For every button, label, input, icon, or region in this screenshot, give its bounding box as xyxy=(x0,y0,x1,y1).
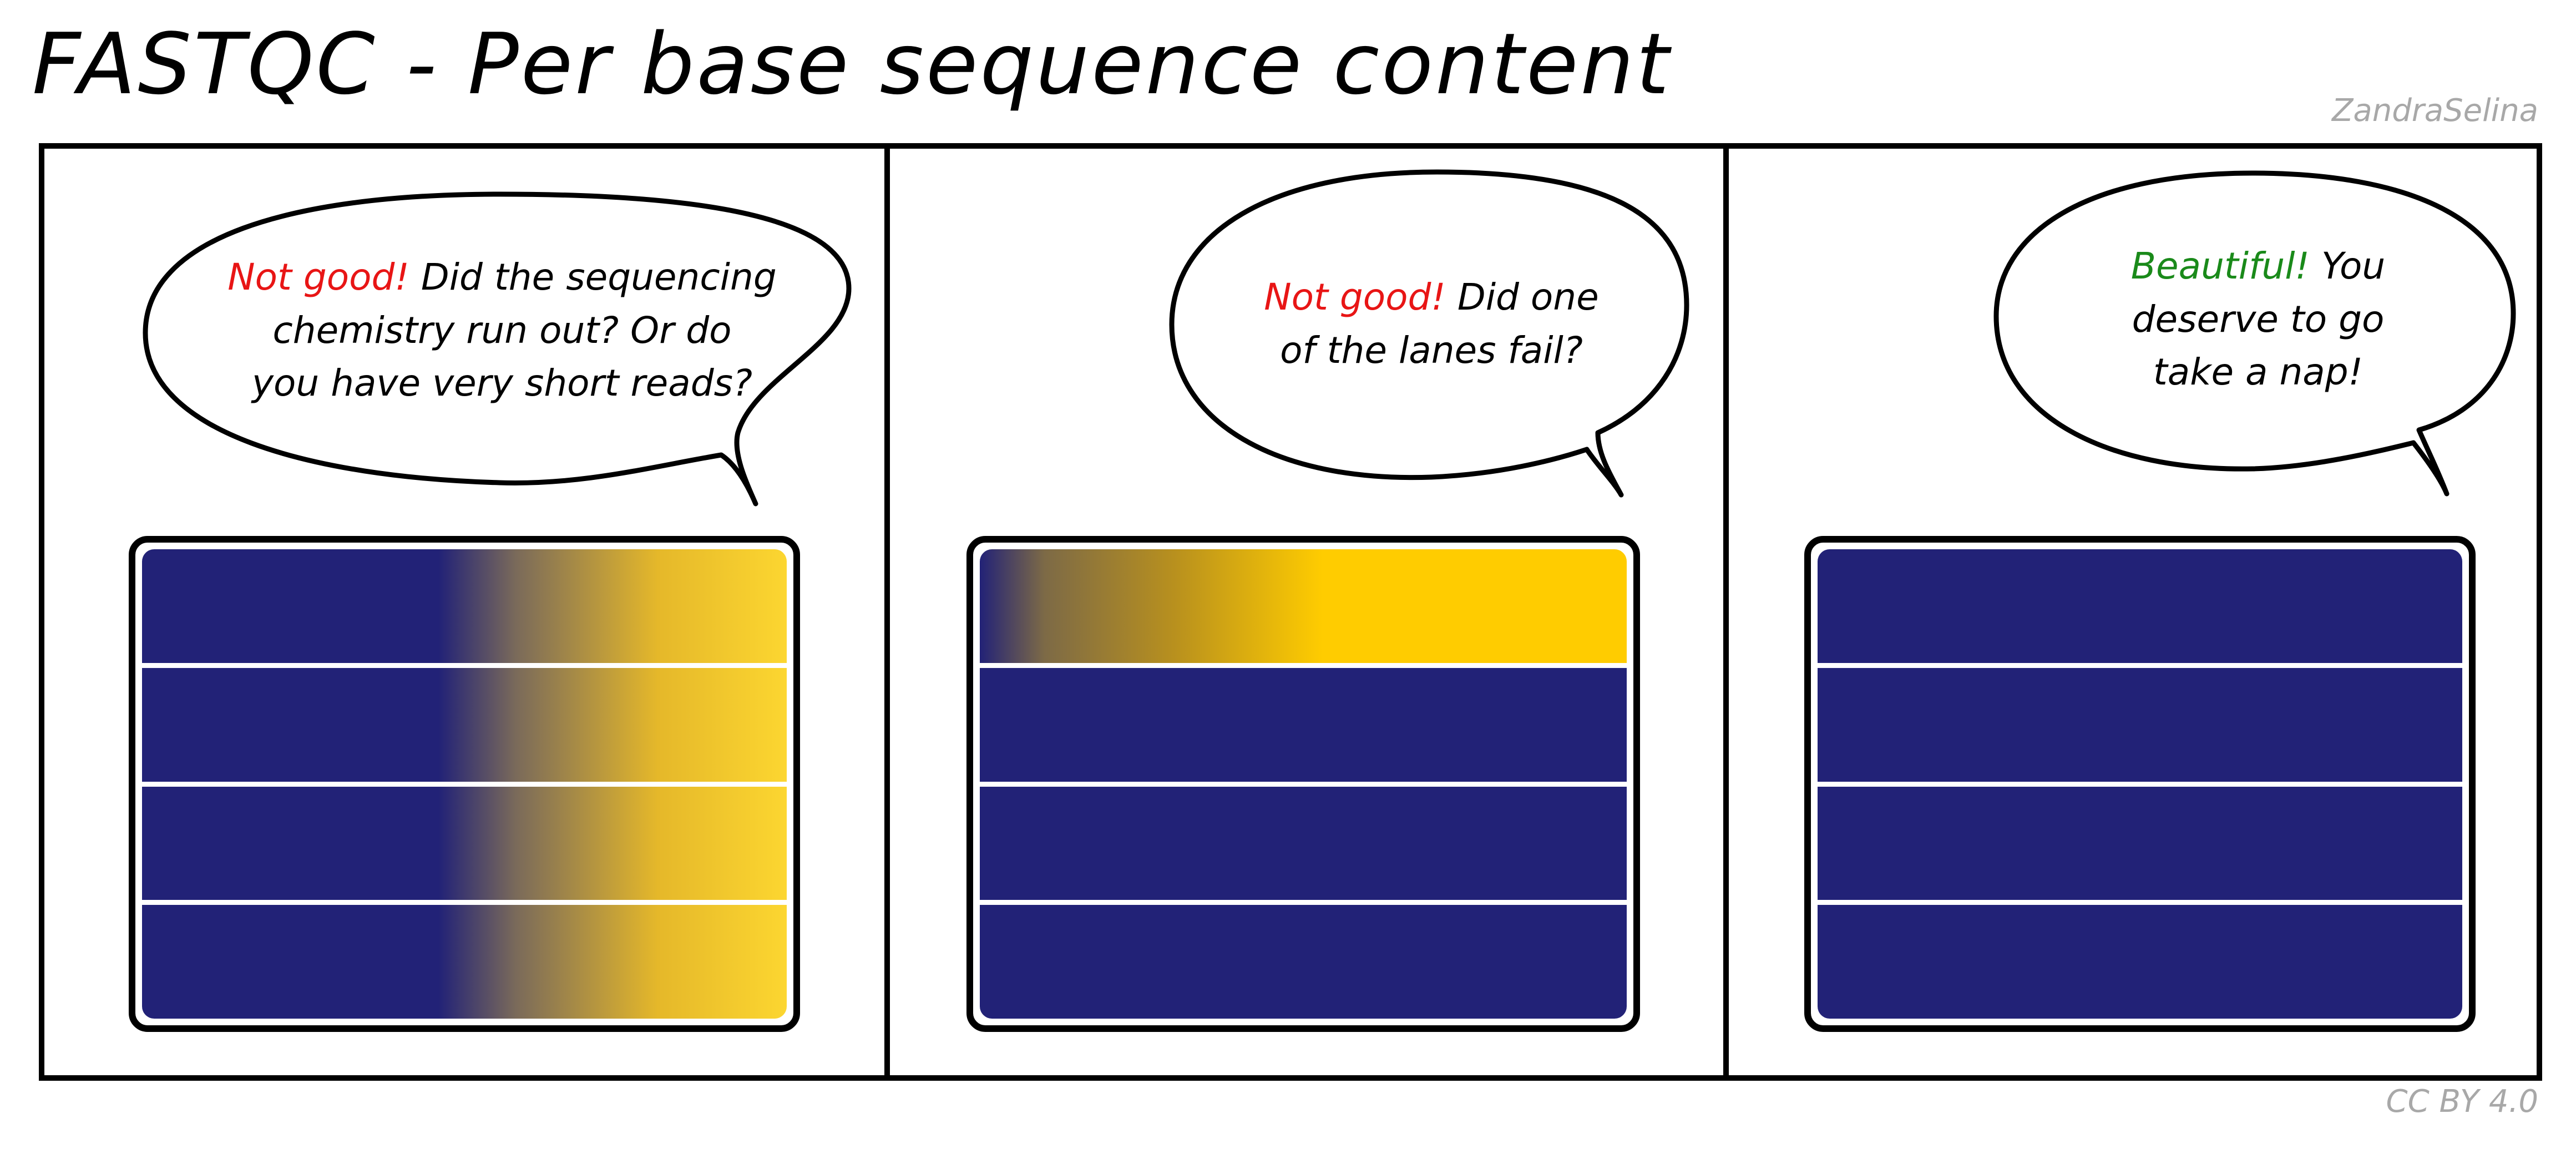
flowcell-lane xyxy=(1818,900,2462,1019)
flowcell-1 xyxy=(129,536,800,1032)
speech-line: take a nap! xyxy=(2153,351,2364,394)
speech-text-1: Not good! Did the sequencing chemistry r… xyxy=(189,251,816,410)
flowcell-lanes xyxy=(980,549,1627,1019)
speech-text-3: Beautiful! You deserve to go take a nap! xyxy=(2042,240,2474,399)
speech-line: You xyxy=(2321,245,2386,287)
flowcell-lane xyxy=(1818,781,2462,900)
verdict-text: Beautiful! xyxy=(2130,245,2310,287)
flowcell-lane xyxy=(980,781,1627,900)
verdict-text: Not good! xyxy=(1264,276,1446,318)
flowcell-lane xyxy=(980,900,1627,1019)
comic-strip xyxy=(39,143,2542,1081)
flowcell-lane xyxy=(142,662,787,782)
flowcell-2 xyxy=(966,536,1640,1032)
flowcell-lanes xyxy=(1818,549,2462,1019)
flowcell-lanes xyxy=(142,549,787,1019)
flowcell-lane xyxy=(980,662,1627,782)
speech-line: you have very short reads? xyxy=(251,362,753,405)
speech-line: Did the sequencing xyxy=(421,256,777,298)
speech-line: Did one xyxy=(1457,276,1599,318)
flowcell-lane xyxy=(142,781,787,900)
speech-line: of the lanes fail? xyxy=(1280,328,1583,372)
comic-title: FASTQC - Per base sequence content xyxy=(32,15,1672,113)
verdict-text: Not good! xyxy=(227,256,409,298)
flowcell-lane xyxy=(142,900,787,1019)
speech-text-2: Not good! Did one of the lanes fail? xyxy=(1204,271,1659,377)
flowcell-lane xyxy=(1818,549,2462,663)
flowcell-lane xyxy=(1818,662,2462,782)
license-credit: CC BY 4.0 xyxy=(2386,1084,2538,1120)
flowcell-lane xyxy=(142,549,787,663)
author-credit: ZandraSelina xyxy=(2332,93,2538,129)
speech-line: chemistry run out? Or do xyxy=(272,308,732,352)
flowcell-3 xyxy=(1804,536,2476,1032)
panel-good-run xyxy=(1723,143,2542,1081)
flowcell-lane-failed xyxy=(980,549,1627,663)
speech-line: deserve to go xyxy=(2132,297,2385,341)
